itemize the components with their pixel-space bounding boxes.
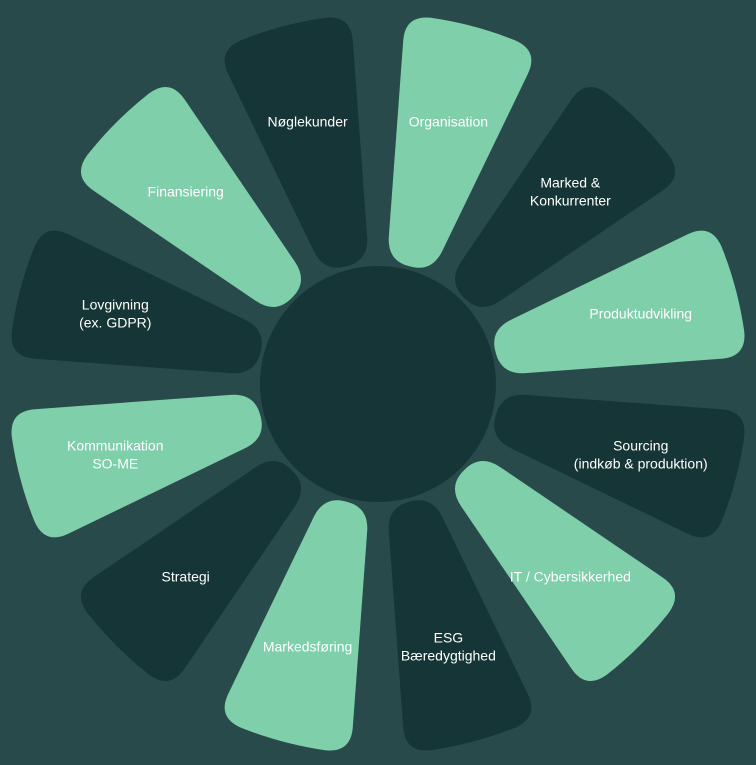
segment-finansiering: Finansiering: [80, 86, 302, 308]
segment-shape: [388, 500, 532, 751]
segment-label-line: (indkøb & produktion): [574, 455, 708, 471]
segment-shape: [494, 230, 745, 374]
segment-label-line: Strategi: [162, 568, 210, 584]
segment-nøglekunder: Nøglekunder: [224, 17, 368, 268]
segment-label-line: Kommunikation: [67, 437, 164, 453]
segment-label: ESG Bæredygtighed: [401, 630, 496, 664]
segment-sourcing: Sourcing (indkøb & produktion): [494, 394, 745, 538]
segment-label: Lovgivning (ex. GDPR): [79, 297, 151, 331]
segment-esg: ESG Bæredygtighed: [388, 500, 532, 751]
segment-label-line: Finansiering: [148, 184, 224, 200]
segment-shape: [388, 17, 532, 268]
segment-shape: [80, 460, 302, 682]
segment-shape: [224, 17, 368, 268]
segment-shape: [224, 500, 368, 751]
segment-organisation: Organisation: [388, 17, 532, 268]
segment-label-line: Organisation: [409, 113, 488, 129]
segment-shape: [454, 86, 676, 308]
segment-marked: Marked & Konkurrenter: [454, 86, 676, 308]
segment-label-line: IT / Cybersikkerhed: [510, 568, 631, 584]
segment-label-line: Produktudvikling: [589, 306, 692, 322]
segment-label-line: ESG: [434, 630, 464, 646]
segment-shape: [494, 394, 745, 538]
segment-strategi: Strategi: [80, 460, 302, 682]
segment-label: Finansiering: [148, 184, 224, 200]
segment-label-line: Bæredygtighed: [401, 648, 496, 664]
center-circle: [260, 266, 496, 502]
segment-label-line: Konkurrenter: [530, 193, 611, 209]
segment-shape: [11, 230, 262, 374]
segment-label: IT / Cybersikkerhed: [510, 568, 631, 584]
segment-label: Sourcing (indkøb & produktion): [574, 437, 708, 471]
segment-markedsføring: Markedsføring: [224, 500, 368, 751]
segment-label-line: Nøglekunder: [268, 113, 348, 129]
segment-label-line: Lovgivning: [82, 297, 149, 313]
segment-label: Organisation: [409, 113, 488, 129]
segment-shape: [11, 394, 262, 538]
segment-label-line: SO-ME: [92, 455, 138, 471]
segment-shape: [80, 86, 302, 308]
segment-label-line: Marked &: [540, 175, 601, 191]
segment-label-line: (ex. GDPR): [79, 315, 151, 331]
segment-produktudvikling: Produktudvikling: [494, 230, 745, 374]
segment-label: Markedsføring: [263, 639, 352, 655]
segment-label: Marked & Konkurrenter: [530, 175, 611, 209]
segment-it-cybersikkerhed: IT / Cybersikkerhed: [454, 460, 676, 682]
segment-label-line: Markedsføring: [263, 639, 352, 655]
segment-label: Produktudvikling: [589, 306, 692, 322]
segment-shape: [454, 460, 676, 682]
segment-lovgivning: Lovgivning (ex. GDPR): [11, 230, 262, 374]
segment-label: Nøglekunder: [268, 113, 348, 129]
segment-label: Strategi: [162, 568, 210, 584]
segment-label-line: Sourcing: [613, 437, 668, 453]
